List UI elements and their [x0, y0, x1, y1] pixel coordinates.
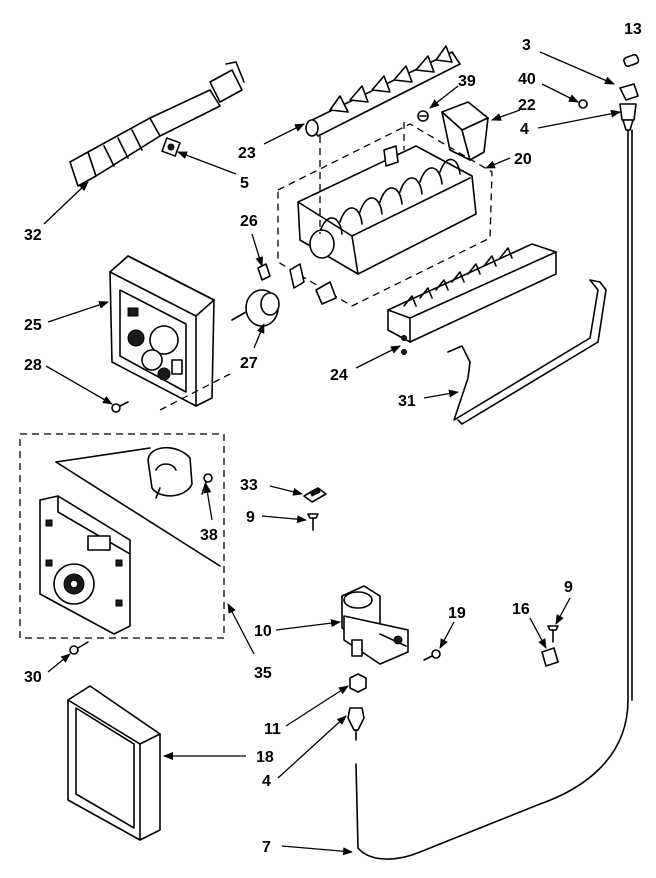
cover-part-18 [67, 685, 161, 841]
callout-23: 23 [238, 145, 256, 162]
callout-39: 39 [458, 73, 476, 90]
callout-40: 40 [518, 71, 536, 88]
callout-3: 3 [522, 37, 531, 54]
callout-10: 10 [254, 623, 272, 640]
callout-19: 19 [448, 605, 466, 622]
callout-25: 25 [24, 317, 42, 334]
motor-module-part-35 [19, 433, 225, 639]
callout-22: 22 [518, 97, 536, 114]
screw-part-19 [423, 649, 441, 661]
callout-20: 20 [514, 151, 532, 168]
screw-part-9b [547, 625, 559, 643]
water-tube-part-7 [355, 129, 633, 860]
screw-part-26 [257, 263, 271, 281]
screw-part-9a [307, 513, 319, 531]
callout-9-left: 9 [246, 509, 255, 526]
callout-27: 27 [240, 355, 258, 372]
clip-part-5 [161, 137, 181, 157]
callout-5: 5 [240, 175, 249, 192]
callout-26: 26 [240, 213, 258, 230]
callout-35: 35 [254, 665, 272, 682]
shutoff-arm-part-31 [447, 279, 607, 425]
ice-mold-part-20 [277, 123, 493, 307]
thermostat-part-27 [231, 289, 280, 327]
callout-33: 33 [240, 477, 258, 494]
water-valve-part-10 [341, 585, 409, 665]
fitting-part-3 [619, 83, 639, 101]
callout-24: 24 [330, 367, 348, 384]
fitting-part-4-lower [347, 707, 365, 741]
callout-13: 13 [624, 21, 642, 38]
leader-lines [43, 51, 621, 856]
callout-4-lower: 4 [262, 773, 271, 790]
assembly-lines [159, 122, 405, 411]
callout-16: 16 [512, 601, 530, 618]
callout-4-upper: 4 [520, 121, 529, 138]
motor [147, 446, 193, 499]
callout-7: 7 [262, 839, 271, 856]
callout-30: 30 [24, 669, 42, 686]
screw-part-28 [111, 401, 129, 413]
fitting-part-4-upper [619, 103, 637, 131]
plug-part-13 [623, 53, 640, 68]
screw-part-40 [578, 99, 588, 109]
callout-28: 28 [24, 357, 42, 374]
screw-part-30 [69, 641, 89, 655]
callout-11: 11 [264, 721, 281, 738]
clamp-part-16 [541, 647, 559, 667]
callout-32: 32 [24, 227, 42, 244]
callout-9-right: 9 [564, 579, 573, 596]
nut-part-11 [349, 673, 367, 693]
ejector-shaft-part-23 [305, 45, 461, 137]
stripper-part-24 [387, 243, 557, 355]
wire-harness-part-32 [69, 61, 245, 187]
screw-part-39 [417, 110, 429, 122]
housing-part-25 [109, 255, 215, 407]
callout-31: 31 [398, 393, 416, 410]
bracket-part-33 [303, 487, 327, 503]
callout-18: 18 [256, 749, 274, 766]
callout-labels: 3 13 40 39 22 4 23 5 20 32 26 25 28 27 2… [24, 21, 642, 856]
callout-38: 38 [200, 527, 218, 544]
fill-cup-part-22 [441, 101, 489, 161]
